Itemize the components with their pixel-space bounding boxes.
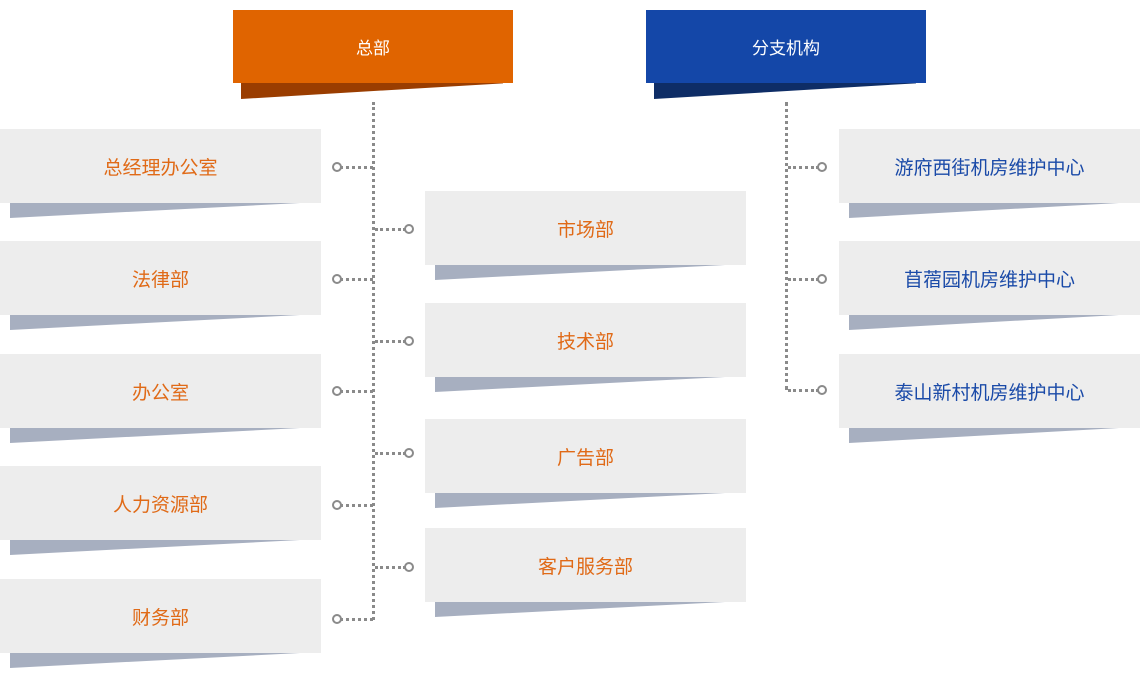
branch-youfu[interactable]: 游府西街机房维护中心 [839,129,1140,203]
connector-line [340,618,373,621]
dept-finance[interactable]: 财务部 [0,579,321,653]
dept-tech[interactable]: 技术部 [425,303,746,377]
connector-node-icon [332,162,342,172]
dept-customer-service[interactable]: 客户服务部 [425,528,746,602]
connector-node-icon [404,562,414,572]
dept-gm-office[interactable]: 总经理办公室 [0,129,321,203]
box-shadow [10,203,300,218]
connector-line [375,566,406,569]
box-shadow [849,428,1119,443]
connector-node-icon [817,162,827,172]
connector-line [340,504,373,507]
box-shadow [10,315,300,330]
connector-node-icon [404,336,414,346]
connector-node-icon [332,500,342,510]
dept-advertising[interactable]: 广告部 [425,419,746,493]
branch-trunk-line [785,102,788,390]
connector-node-icon [332,614,342,624]
connector-line [788,278,819,281]
box-shadow [10,653,300,668]
dept-hr[interactable]: 人力资源部 [0,466,321,540]
box-shadow [435,265,725,280]
hq-trunk-line [372,102,375,620]
connector-node-icon [404,448,414,458]
dept-office[interactable]: 办公室 [0,354,321,428]
connector-node-icon [817,274,827,284]
box-shadow [849,315,1119,330]
hq-header-shadow [241,83,503,99]
box-shadow [849,203,1119,218]
branch-header-shadow [654,83,916,99]
connector-line [375,452,406,455]
connector-line [340,278,373,281]
box-shadow [435,493,725,508]
box-shadow [10,428,300,443]
connector-line [340,390,373,393]
box-shadow [435,602,725,617]
dept-legal[interactable]: 法律部 [0,241,321,315]
branch-header: 分支机构 [646,10,926,83]
box-shadow [435,377,725,392]
connector-node-icon [817,385,827,395]
connector-line [340,166,373,169]
connector-node-icon [332,386,342,396]
connector-line [375,340,406,343]
connector-node-icon [332,274,342,284]
connector-line [375,228,406,231]
connector-line [788,389,819,392]
dept-marketing[interactable]: 市场部 [425,191,746,265]
box-shadow [10,540,300,555]
branch-muxuyuan[interactable]: 苜蓿园机房维护中心 [839,241,1140,315]
connector-line [788,166,819,169]
hq-header: 总部 [233,10,513,83]
connector-node-icon [404,224,414,234]
branch-taishan[interactable]: 泰山新村机房维护中心 [839,354,1140,428]
